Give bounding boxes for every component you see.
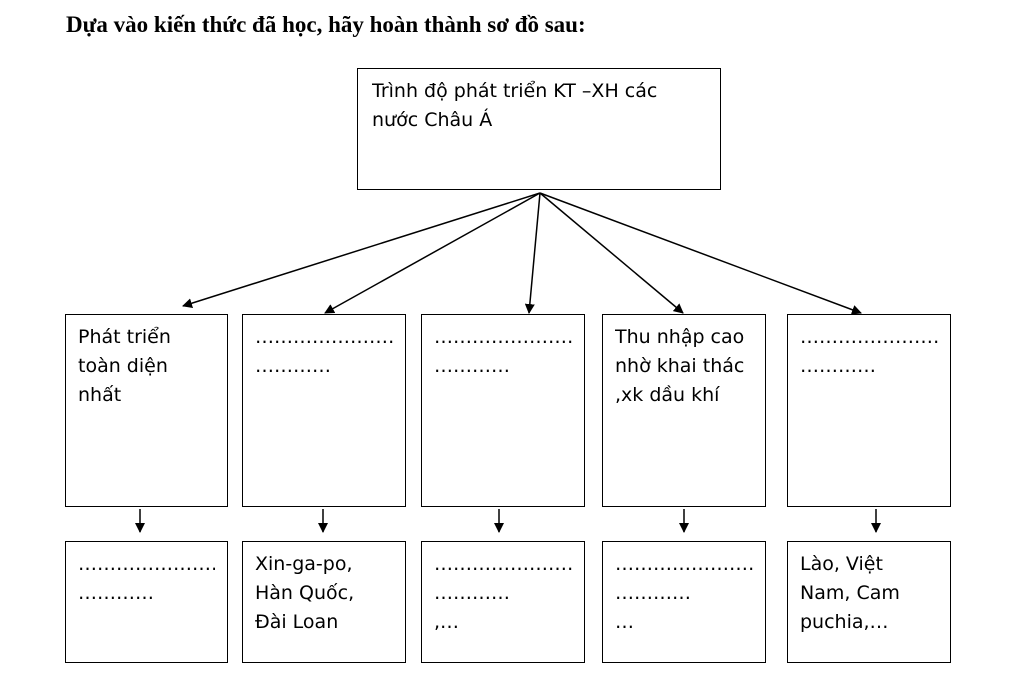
root-line-1: Trình độ phát triển KT –XH các xyxy=(372,80,658,102)
level1-box-4-line-1: Thu nhập cao xyxy=(615,326,745,348)
level1-box-5-line-1: …………………… xyxy=(800,326,938,348)
level1-box-1: Phát triển toàn diện nhất xyxy=(65,314,228,507)
page-heading: Dựa vào kiến thức đã học, hãy hoàn thành… xyxy=(66,12,586,37)
level2-box-2: Xin-ga-po, Hàn Quốc, Đài Loan xyxy=(242,541,406,663)
level2-box-3-line-2: ………… xyxy=(434,582,510,604)
level2-box-4-line-2: ………… xyxy=(615,582,691,604)
arrow-root-to-box-2 xyxy=(324,192,541,314)
arrow-root-to-box-4 xyxy=(539,192,684,314)
level2-box-1-line-1: …………………… xyxy=(78,553,215,575)
level2-box-5: Lào, Việt Nam, Cam puchia,… xyxy=(787,541,951,663)
level1-box-5-line-2: ………… xyxy=(800,355,876,377)
level2-box-4-line-3: … xyxy=(615,611,634,633)
level2-box-5-line-2: Nam, Cam xyxy=(800,582,900,604)
level1-box-3-line-1: …………………… xyxy=(434,326,572,348)
level1-box-2-line-2: ………… xyxy=(255,355,331,377)
level1-box-4-line-3: ,xk dầu khí xyxy=(615,384,720,406)
level2-box-4-line-1: …………………… xyxy=(615,553,753,575)
level2-box-1: …………………… ………… xyxy=(65,541,228,663)
level2-box-2-line-1: Xin-ga-po, xyxy=(255,553,353,575)
level1-box-4-line-2: nhờ khai thác xyxy=(615,355,745,377)
level2-box-5-line-1: Lào, Việt xyxy=(800,553,883,575)
arrow-root-to-box-3 xyxy=(524,192,541,314)
level2-box-3-line-1: …………………… xyxy=(434,553,572,575)
level2-box-5-line-3: puchia,… xyxy=(800,611,889,633)
root-line-2: nước Châu Á xyxy=(372,109,493,131)
level1-box-5: …………………… ………… xyxy=(787,314,951,507)
level1-box-2: …………………… ………… xyxy=(242,314,406,507)
root-box: Trình độ phát triển KT –XH các nước Châu… xyxy=(357,68,721,190)
level1-box-4: Thu nhập cao nhờ khai thác ,xk dầu khí xyxy=(602,314,766,507)
level2-box-3-line-3: ,… xyxy=(434,611,460,633)
level1-box-1-line-3: nhất xyxy=(78,384,122,406)
level1-box-3-line-2: ………… xyxy=(434,355,510,377)
level1-box-1-line-2: toàn diện xyxy=(78,355,168,377)
level1-box-3: …………………… ………… xyxy=(421,314,585,507)
level1-box-2-line-1: …………………… xyxy=(255,326,393,348)
level2-box-3: …………………… ………… ,… xyxy=(421,541,585,663)
level2-box-1-line-2: ………… xyxy=(78,582,154,604)
level2-box-2-line-3: Đài Loan xyxy=(255,611,339,633)
level1-box-1-line-1: Phát triển xyxy=(78,326,171,348)
level2-box-4: …………………… ………… … xyxy=(602,541,766,663)
level2-box-2-line-2: Hàn Quốc, xyxy=(255,582,355,604)
arrow-root-to-box-5 xyxy=(539,192,862,315)
arrow-root-to-box-1 xyxy=(182,192,541,309)
